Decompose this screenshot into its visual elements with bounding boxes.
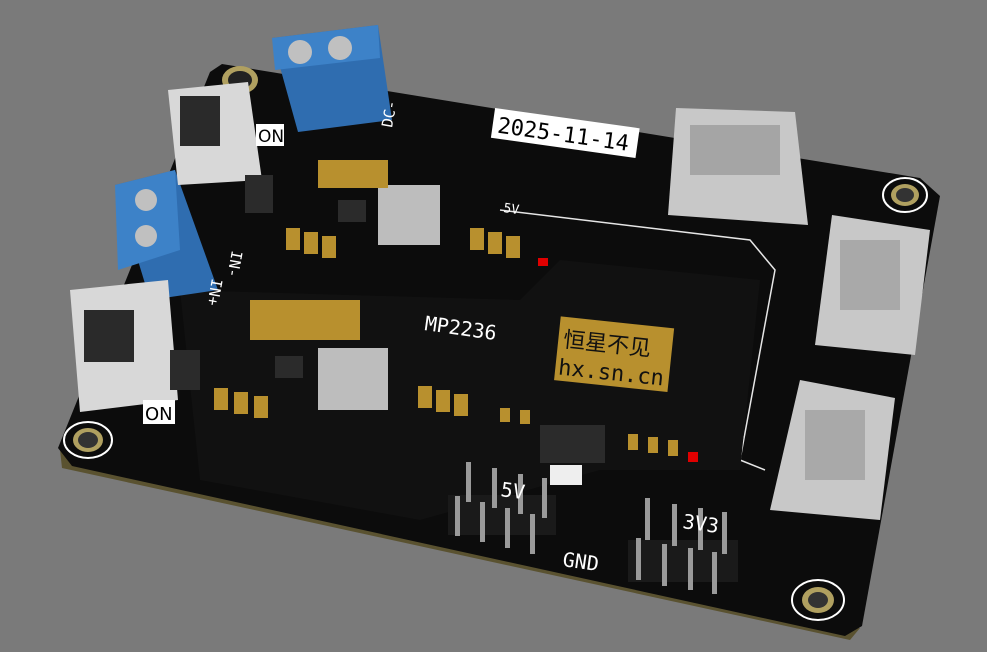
diode bbox=[245, 175, 273, 213]
ic-mp2236-bottom bbox=[275, 356, 303, 378]
svg-text:ON: ON bbox=[258, 127, 284, 147]
inductor-bottom bbox=[318, 348, 388, 410]
switch-bottom-on-label: ON bbox=[143, 400, 175, 425]
ldo-tab bbox=[550, 465, 582, 485]
usb-port-right-1[interactable] bbox=[815, 215, 930, 355]
switch-top-on-label: ON bbox=[256, 124, 284, 147]
ldo-regulator bbox=[540, 425, 605, 463]
usb-port-right-2[interactable] bbox=[770, 380, 895, 520]
terminal-block-input bbox=[115, 170, 218, 300]
in-minus-label: IN- bbox=[223, 249, 245, 279]
pin-header-3v3[interactable] bbox=[628, 498, 738, 594]
diode bbox=[170, 350, 200, 390]
mounting-hole bbox=[791, 579, 845, 621]
in-plus-label: IN+ bbox=[203, 277, 225, 307]
pin-header-5v[interactable] bbox=[448, 462, 556, 554]
trace bbox=[499, 209, 776, 471]
slide-switch-bottom[interactable] bbox=[70, 280, 178, 412]
led-5v bbox=[538, 258, 548, 266]
terminal-block-dc bbox=[272, 25, 392, 132]
inductor-top bbox=[378, 185, 440, 245]
mounting-hole bbox=[882, 177, 928, 213]
capacitors bbox=[214, 160, 678, 456]
usb-port-top[interactable] bbox=[668, 108, 808, 225]
ic-mp2236-top bbox=[338, 200, 366, 222]
header-gnd-label: GND bbox=[561, 547, 600, 576]
led-3v3 bbox=[688, 452, 698, 462]
slide-switch-top[interactable] bbox=[168, 82, 262, 185]
mounting-hole bbox=[63, 421, 113, 459]
header-5v-label: 5V bbox=[499, 477, 526, 504]
dc-minus-label: DC- bbox=[378, 99, 400, 129]
rail-5v-label: 5V bbox=[502, 201, 520, 218]
svg-text:ON: ON bbox=[145, 404, 173, 425]
header-3v3-label: 3V3 bbox=[681, 509, 720, 538]
logo-block: 恒星不见 hx.sn.cn bbox=[554, 316, 675, 392]
